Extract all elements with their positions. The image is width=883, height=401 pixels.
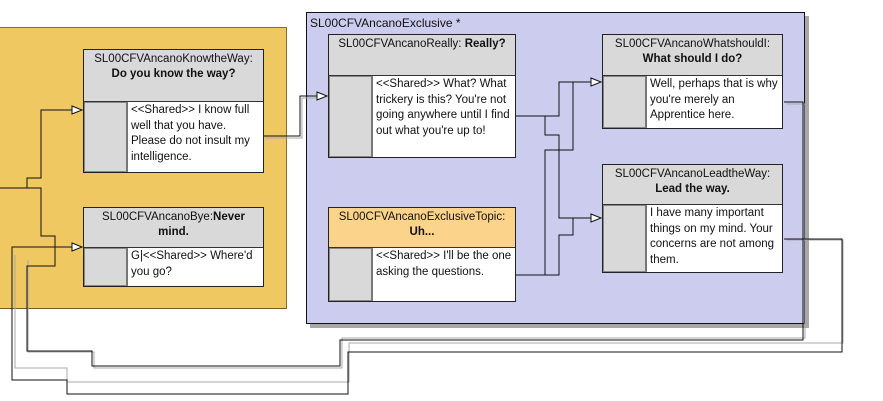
node-condition-cell: [84, 102, 128, 172]
node-header: SL00CFVAncanoLeadtheWay: Lead the way.: [603, 165, 782, 205]
node-response: <<Shared>> I'll be the one asking the qu…: [373, 248, 515, 301]
node-response: <<Shared>> I know full well that you hav…: [128, 102, 263, 172]
node-condition-cell: [329, 248, 373, 301]
group-title: SL00CFVAncanoExclusive *: [310, 16, 461, 30]
node-condition-cell: [603, 76, 647, 128]
dialogue-node-leadtheway[interactable]: SL00CFVAncanoLeadtheWay: Lead the way. I…: [602, 164, 783, 273]
node-id: SL00CFVAncanoReally:: [338, 38, 462, 50]
dialogue-node-really[interactable]: SL00CFVAncanoReally: Really? <<Shared>> …: [328, 34, 516, 158]
node-header: SL00CFVAncanoWhatshouldI: What should I …: [603, 35, 782, 76]
node-response: Well, perhaps that is why you're merely …: [647, 76, 782, 128]
node-header: SL00CFVAncanoReally: Really?: [329, 35, 515, 76]
node-response: G|<<Shared>> Where'd you go?: [128, 248, 263, 286]
dialogue-node-bye[interactable]: SL00CFVAncanoBye:Never mind. G|<<Shared>…: [83, 207, 264, 287]
dialogue-node-whatshouldi[interactable]: SL00CFVAncanoWhatshouldI: What should I …: [602, 34, 783, 129]
node-prompt: What should I do?: [642, 53, 743, 65]
node-prompt: Really?: [464, 38, 506, 50]
node-id: SL00CFVAncanoExclusiveTopic:: [338, 211, 506, 223]
node-response: I have many important things on my mind.…: [647, 205, 782, 272]
node-response: <<Shared>> What? What trickery is this? …: [373, 76, 515, 157]
node-id: SL00CFVAncanoBye:: [102, 211, 214, 223]
node-header: SL00CFVAncanoBye:Never mind.: [84, 208, 263, 248]
node-header: SL00CFVAncanoKnowtheWay: Do you know the…: [84, 50, 263, 102]
node-condition-cell: [603, 205, 647, 272]
node-prompt: Uh...: [409, 226, 435, 238]
node-condition-cell: [329, 76, 373, 157]
node-id: SL00CFVAncanoLeadtheWay:: [614, 168, 771, 180]
node-condition-cell: [84, 248, 128, 286]
node-id: SL00CFVAncanoWhatshouldI:: [614, 38, 771, 50]
node-prompt: Lead the way.: [655, 183, 730, 195]
node-header: SL00CFVAncanoExclusiveTopic: Uh...: [329, 208, 515, 248]
node-id: SL00CFVAncanoKnowtheWay:: [94, 53, 253, 65]
node-prompt: Do you know the way?: [111, 68, 236, 80]
dialogue-node-knowtheway[interactable]: SL00CFVAncanoKnowtheWay: Do you know the…: [83, 49, 264, 173]
dialogue-node-exclusive-topic[interactable]: SL00CFVAncanoExclusiveTopic: Uh... <<Sha…: [328, 207, 516, 302]
